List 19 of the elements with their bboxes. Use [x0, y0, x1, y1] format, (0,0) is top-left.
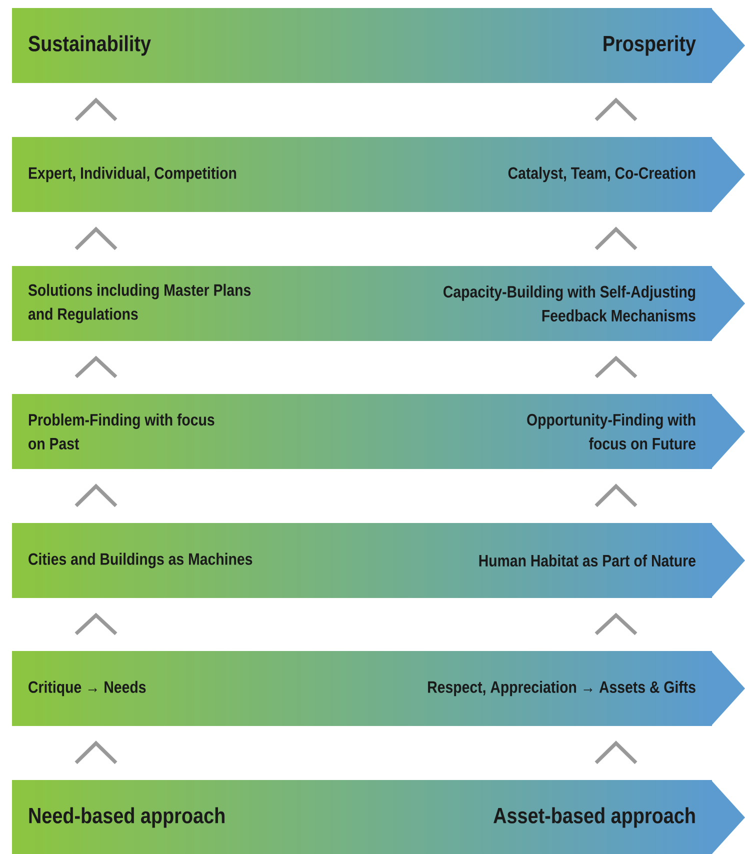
chevron-arrow: [594, 612, 638, 636]
chevron-arrow: [594, 484, 638, 508]
chevron-arrow: [74, 484, 118, 508]
arrow-band: Cities and Buildings as Machines Human Habitat as Part of Nature: [12, 523, 745, 598]
chevron-arrow: [594, 226, 638, 250]
arrow-band: Critique → Needs Respect, Appreciation → Assets & Gifts: [12, 651, 745, 726]
arrow-band: Solutions including Master Plans and Regulations Capacity-Building with Self-Adjusting Feedback Mechanisms: [12, 266, 745, 341]
chevron-arrow: [74, 740, 118, 764]
arrow-band: Problem-Finding with focus on Past Opportunity-Finding with focus on Future: [12, 394, 745, 469]
chevron-arrow: [74, 612, 118, 636]
chevron-arrow: [74, 356, 118, 378]
chevron-arrow: [74, 226, 118, 250]
chevron-arrow: [594, 356, 638, 378]
chevron-arrow: [594, 98, 638, 122]
arrow-band: Need-based approach Asset-based approach: [12, 780, 745, 854]
chevron-arrow: [594, 740, 638, 764]
arrow-band: Sustainability Prosperity: [12, 8, 745, 83]
chevron-arrow: [74, 98, 118, 122]
arrow-band: Expert, Individual, Competition Catalyst, Team, Co-Creation: [12, 137, 745, 212]
